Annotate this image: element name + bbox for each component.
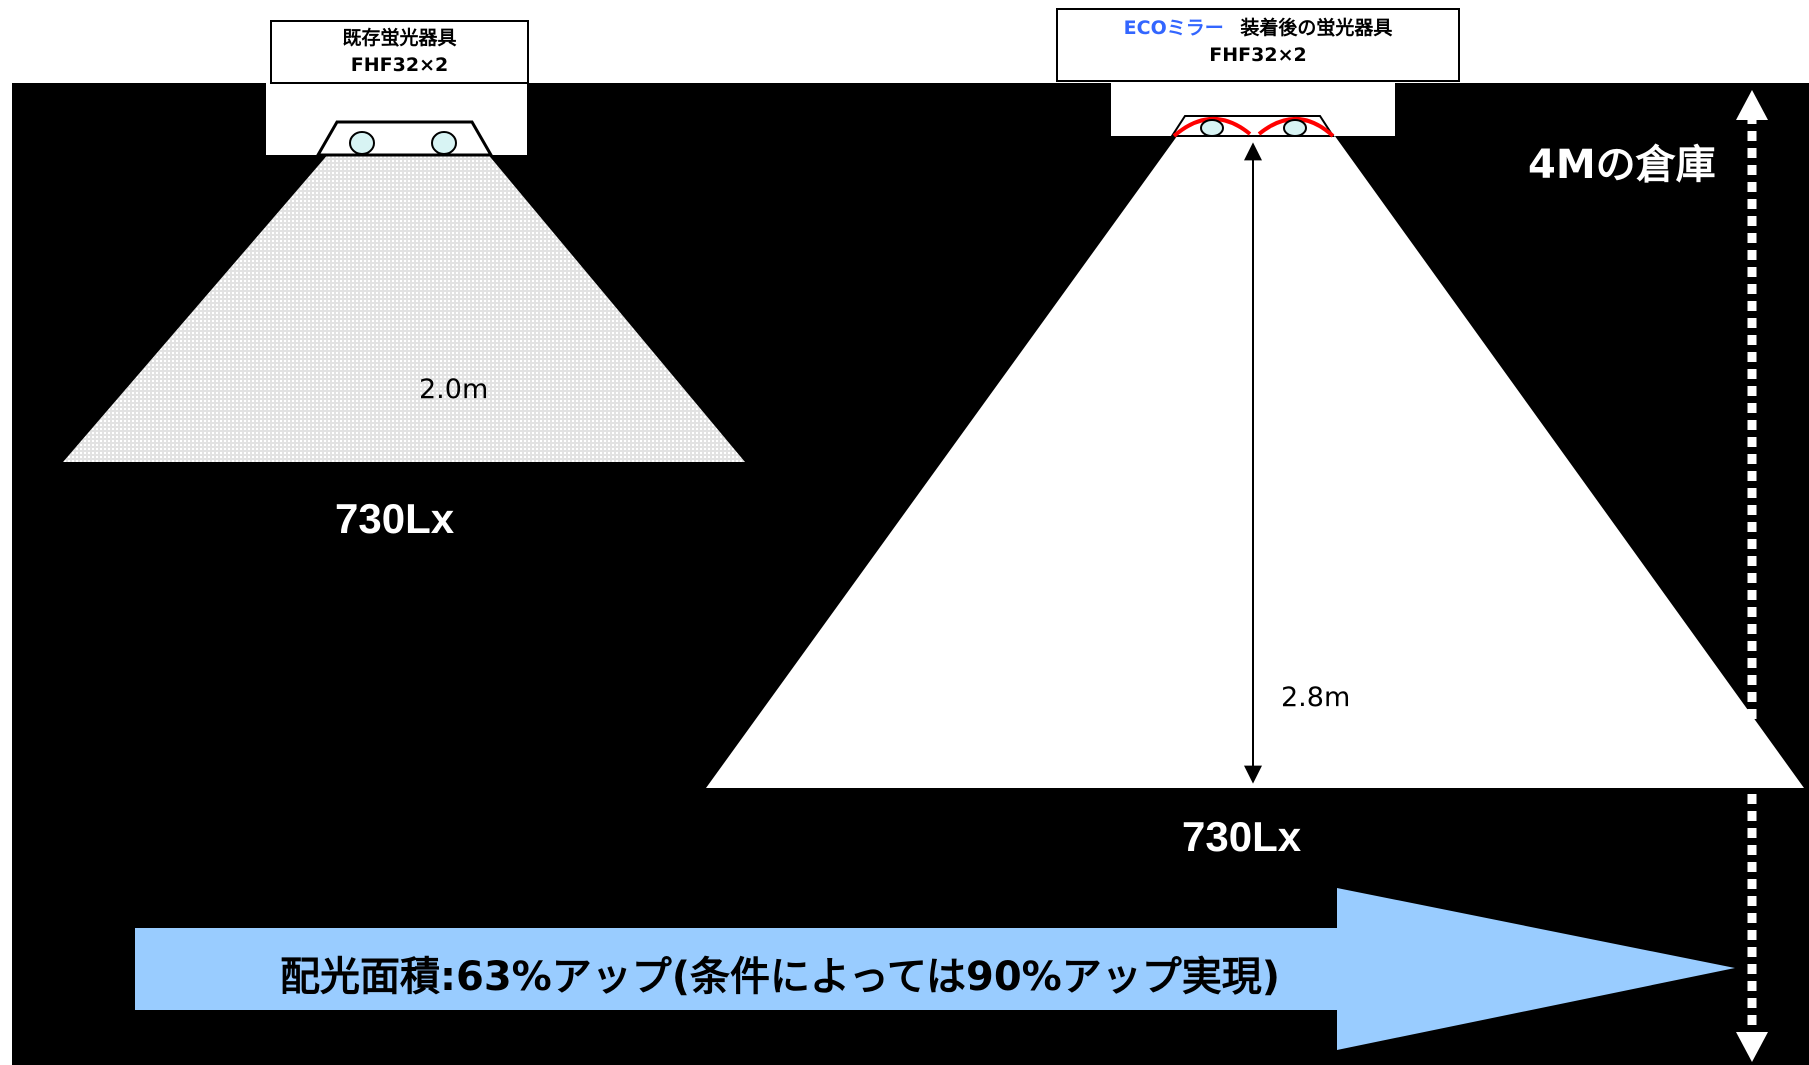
left-lamp-1 <box>349 131 375 155</box>
left-fixture-label: 既存蛍光器具 FHF32×2 <box>270 20 529 84</box>
right-fixture-label: ECOミラー 装着後の蛍光器具 FHF32×2 <box>1056 8 1460 82</box>
right-fixture-model: FHF32×2 <box>1209 44 1307 66</box>
right-fixture-title-rest: 装着後の蛍光器具 <box>1240 17 1393 39</box>
left-lamp-2 <box>431 131 457 155</box>
left-distance-label: 2.0m <box>419 374 489 405</box>
warehouse-label: 4Mの倉庫 <box>1528 142 1716 188</box>
right-illuminance: 730Lx <box>1182 813 1302 860</box>
summary-text: 配光面積:63%アップ(条件によっては90%アップ実現) <box>280 954 1281 1000</box>
right-lamp-1 <box>1200 119 1224 137</box>
right-fixture-brand: ECOミラー <box>1123 17 1224 39</box>
right-fixture-title: ECOミラー 装着後の蛍光器具 <box>1058 15 1458 42</box>
left-illuminance: 730Lx <box>335 495 455 542</box>
left-fixture-title: 既存蛍光器具 <box>342 27 457 49</box>
summary-arrow <box>135 888 1735 1050</box>
right-mirror-2 <box>1257 117 1335 138</box>
warehouse-arrow-top <box>1736 90 1768 120</box>
left-light-cone <box>63 152 745 462</box>
right-distance-label: 2.8m <box>1281 682 1351 713</box>
left-lamp-window <box>315 120 494 157</box>
warehouse-arrow-bottom <box>1736 1032 1768 1062</box>
left-fixture-model: FHF32×2 <box>350 54 449 76</box>
right-lamp-2 <box>1283 119 1307 137</box>
